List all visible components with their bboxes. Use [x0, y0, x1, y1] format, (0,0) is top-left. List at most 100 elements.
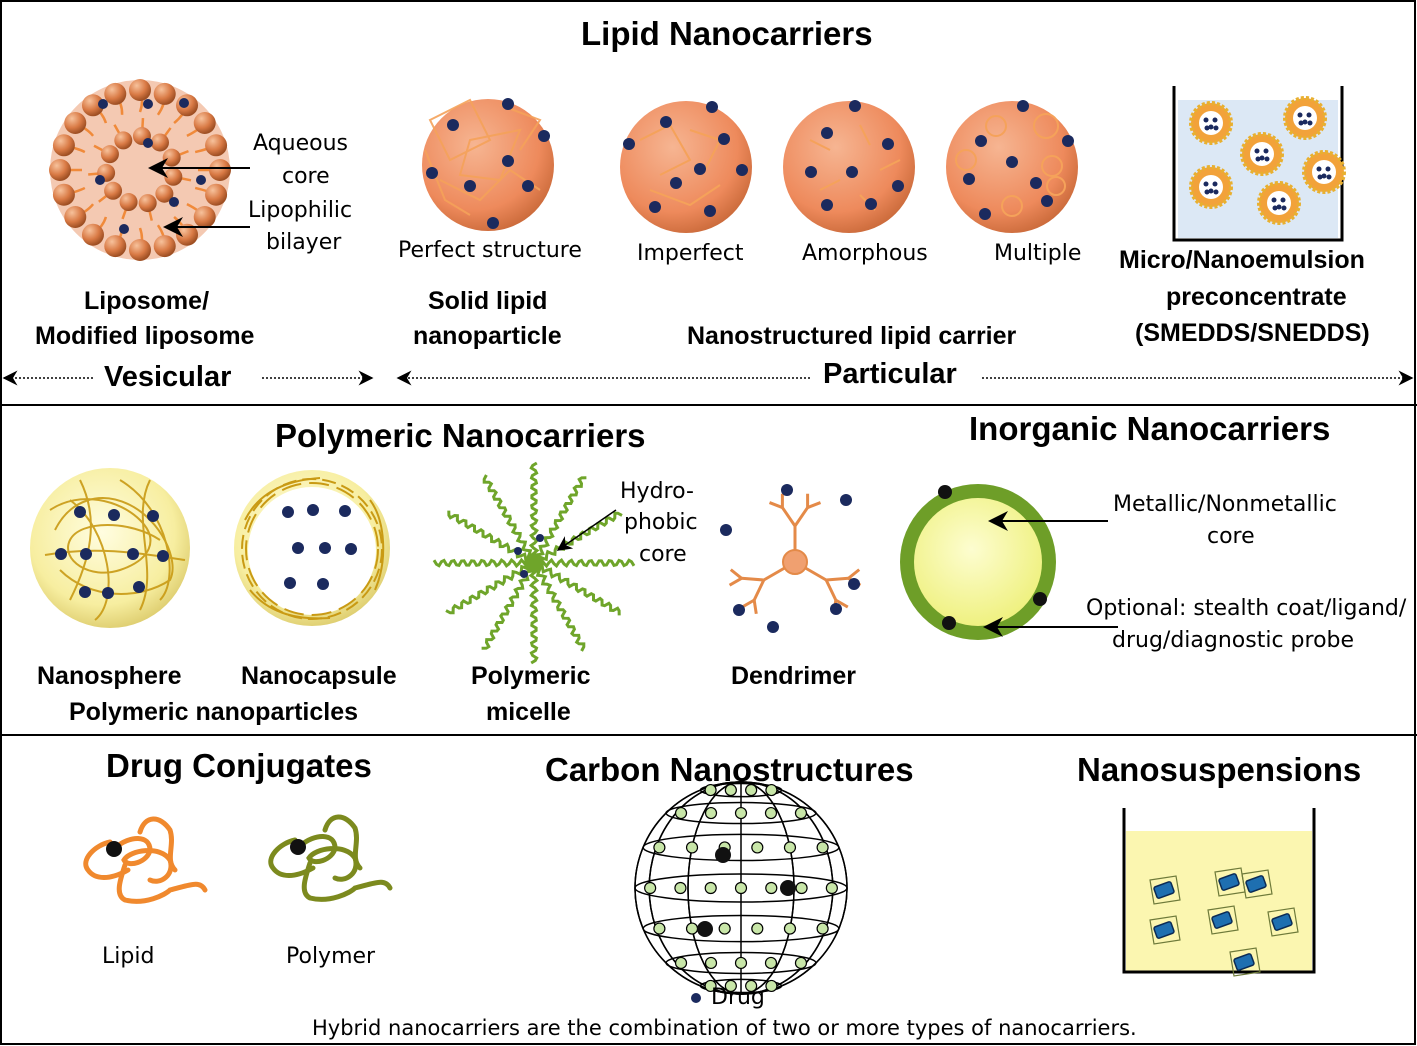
- carbon-atom: [751, 841, 764, 854]
- carbon-atom: [783, 922, 797, 935]
- lipid-head-bead: [49, 159, 71, 181]
- micelle-core-label-2: phobic: [624, 510, 698, 535]
- dendrimer-branch: [824, 579, 838, 601]
- emulsion-droplet-core: [1250, 142, 1274, 166]
- carbon-atom: [674, 806, 688, 820]
- emulsion-drug-dot: [1204, 189, 1210, 195]
- lipid-head-bead: [52, 183, 75, 206]
- dendrimer-branch: [752, 579, 766, 601]
- emulsion-drug-dot: [1255, 156, 1261, 162]
- microemulsion-illustration: [1172, 86, 1346, 242]
- emulsion-drug-dot: [1281, 205, 1287, 211]
- emulsion-drug-dot: [1316, 166, 1322, 172]
- dendrimer-illustration: [720, 484, 862, 633]
- dendrimer-name: Dendrimer: [731, 662, 857, 690]
- lipophilic-bilayer-label-2: bilayer: [266, 230, 342, 255]
- liposome-drug-dot: [179, 98, 189, 108]
- carbon-atom: [704, 806, 718, 820]
- inner-lipid-head-bead: [138, 194, 157, 213]
- emulsion-drug-dot: [1213, 125, 1219, 131]
- liposome-drug-dot: [143, 138, 153, 148]
- dendrimer-branch: [807, 501, 822, 509]
- polymeric-micelle-illustration: [432, 461, 636, 665]
- carbon-atom: [704, 783, 717, 797]
- carbon-atom: [816, 841, 829, 854]
- inorganic-core-label-2: core: [1207, 524, 1255, 549]
- emulsion-drug-dot: [1213, 189, 1219, 195]
- nanosphere-illustration: [30, 468, 190, 628]
- carbon-atom: [674, 881, 687, 895]
- carbon-atom: [765, 979, 778, 993]
- carbon-atom: [724, 979, 737, 993]
- liposome-drug-dot: [169, 197, 179, 207]
- dendrimer-branch: [826, 576, 849, 582]
- nlc-amorphous-illustration: [783, 100, 915, 233]
- emulsion-name-3: (SMEDDS/SNEDDS): [1135, 319, 1370, 347]
- carbon-atom: [816, 922, 829, 935]
- inner-lipid-head-bead: [100, 145, 119, 164]
- inner-lipid-head-bead: [104, 181, 123, 200]
- micelle-polymer-arm: [532, 562, 621, 616]
- emulsion-drug-dot: [1212, 181, 1218, 187]
- carbon-atom: [644, 881, 657, 895]
- carbon-atom: [783, 841, 797, 854]
- dendrimer-branch: [741, 598, 755, 609]
- lipid-head-bead: [129, 239, 151, 261]
- emulsion-drug-dot: [1203, 117, 1209, 123]
- nanocapsule-name: Nanocapsule: [241, 662, 397, 690]
- inorganic-core-label-1: Metallic/Nonmetallic: [1113, 492, 1337, 517]
- liposome-drug-dot: [119, 224, 129, 234]
- drug-crystal: [1211, 911, 1233, 929]
- emulsion-drug-dot: [1203, 181, 1209, 187]
- polymeric-nanoparticles-label: Polymeric nanoparticles: [69, 698, 359, 726]
- liposome-drug-dot: [98, 99, 108, 109]
- lipophilic-bilayer-label-1: Lipophilic: [248, 198, 353, 223]
- dendrimer-branch: [741, 576, 764, 582]
- inorganic-section-title: Inorganic Nanocarriers: [969, 410, 1331, 447]
- drug-crystal: [1233, 953, 1255, 971]
- micelle-polymer-arm: [481, 561, 535, 650]
- inorganic-coat-label-2: drug/diagnostic probe: [1112, 628, 1355, 653]
- sln-caption: Perfect structure: [398, 238, 582, 263]
- dendrimer-branch: [847, 568, 861, 580]
- micelle-core-label-1: Hydro-: [620, 479, 694, 504]
- emulsion-drug-dot: [1297, 112, 1303, 118]
- carbon-atom: [724, 783, 737, 797]
- dendrimer-branch: [752, 599, 758, 615]
- inorganic-nanocarrier-illustration: [900, 484, 1118, 640]
- emulsion-drug-dot: [1204, 125, 1210, 131]
- carbon-atom: [653, 841, 666, 854]
- carbon-atom: [765, 783, 778, 797]
- carbon-atom: [825, 881, 838, 895]
- carbon-atom: [734, 806, 748, 820]
- micelle-polymer-arm: [447, 510, 536, 564]
- micelle-polymer-arm: [528, 461, 540, 565]
- aqueous-core-label-2: core: [282, 164, 330, 189]
- nanosuspensions-section-title: Nanosuspensions: [1077, 751, 1362, 788]
- liposome-drug-dot: [143, 99, 153, 109]
- liposome-name-1: Liposome/: [84, 287, 210, 315]
- lipid-head-bead: [205, 183, 228, 206]
- emulsion-name-1: Micro/Nanoemulsion: [1119, 246, 1365, 274]
- dendrimer-branch: [781, 506, 797, 527]
- emulsion-drug-dot: [1326, 174, 1332, 180]
- emulsion-droplet-core: [1199, 111, 1223, 135]
- sln-name-1: Solid lipid: [428, 287, 548, 315]
- dendrimer-branch: [835, 598, 849, 609]
- micelle-core-label-3: core: [639, 542, 687, 567]
- suspension-particle-outline: [1267, 907, 1299, 937]
- emulsion-drug-dot: [1302, 119, 1308, 125]
- conjugate-lipid-label: Lipid: [102, 944, 155, 969]
- emulsion-drug-dot: [1254, 148, 1260, 154]
- emulsion-drug-dot: [1259, 155, 1265, 161]
- carbon-section-title: Carbon Nanostructures: [545, 751, 914, 788]
- micelle-name-2: micelle: [486, 698, 571, 726]
- solid-lipid-nanoparticle-illustration: [422, 98, 554, 231]
- emulsion-drug-dot: [1264, 156, 1270, 162]
- suspension-particle-outline: [1241, 869, 1273, 899]
- carbon-atom: [745, 979, 758, 993]
- suspension-particle-outline: [1207, 905, 1239, 935]
- emulsion-drug-dot: [1212, 117, 1218, 123]
- carbon-atom: [795, 881, 808, 895]
